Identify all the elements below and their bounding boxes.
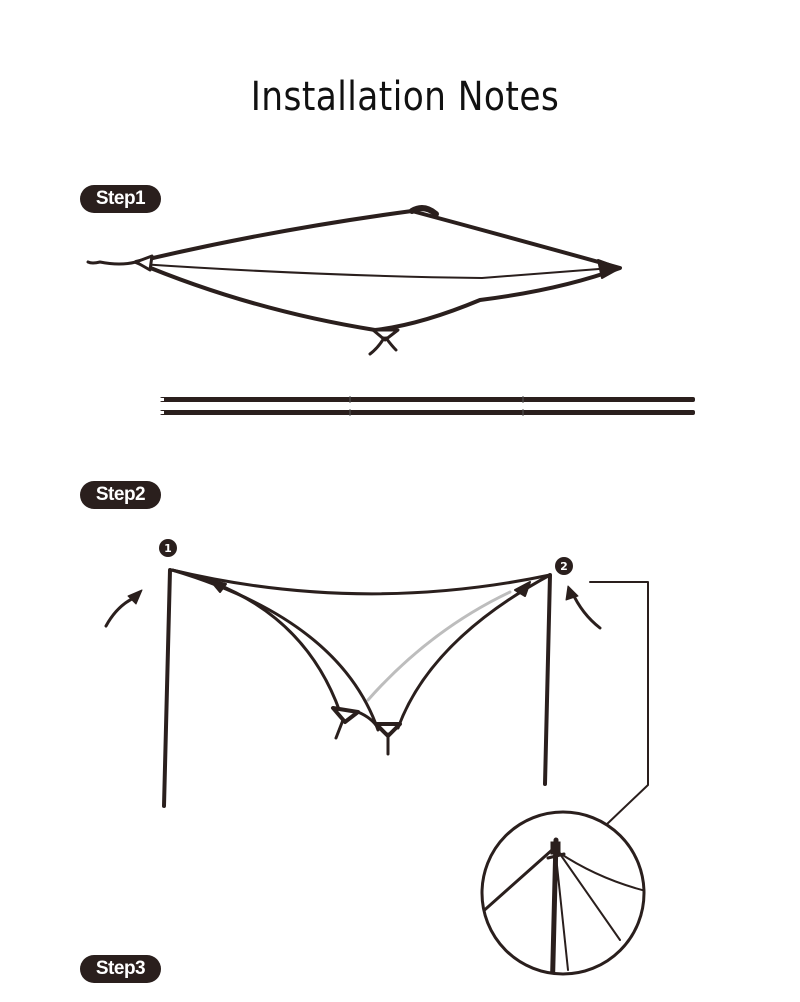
page-title: Installation Notes bbox=[250, 74, 560, 120]
folded-tarp-illustration bbox=[86, 205, 622, 356]
detail-magnifier bbox=[480, 810, 646, 976]
pole-2 bbox=[160, 410, 695, 415]
marker-1: 1 bbox=[159, 539, 177, 557]
left-pole bbox=[162, 568, 172, 808]
poles-illustration bbox=[160, 396, 695, 416]
marker-1-label: 1 bbox=[164, 542, 172, 555]
marker-2: 2 bbox=[555, 557, 573, 575]
right-pole bbox=[543, 573, 552, 786]
pole-1 bbox=[160, 397, 695, 402]
step2-badge: Step2 bbox=[80, 481, 161, 509]
step3-badge: Step3 bbox=[80, 955, 161, 983]
marker-2-label: 2 bbox=[560, 560, 568, 573]
raised-tarp-illustration bbox=[104, 568, 649, 826]
step1-badge: Step1 bbox=[80, 185, 161, 213]
